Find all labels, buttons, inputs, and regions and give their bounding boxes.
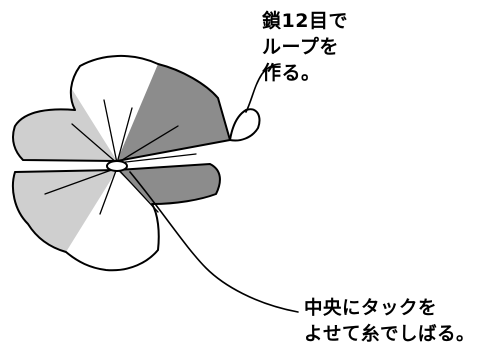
lower-light-sector [12,170,117,252]
tuck-instruction: 中央にタックを よせて糸でしばる。 [304,296,475,348]
loop-instruction-line: 鎖12目で [262,10,348,32]
chain-loop [229,108,261,142]
upper-petal-outline [12,55,231,162]
pleat-line [116,125,179,164]
upper-light-sector [12,86,117,161]
tuck-instruction-line: 中央にタックを [304,298,438,319]
loop-leader-line [245,63,281,113]
lower-dark-sector [117,164,220,204]
lower-petal-outline [11,163,221,272]
center-knot [106,160,128,172]
tuck-leader-line [129,171,299,313]
loop-instruction-line: 作る。 [262,62,321,84]
upper-dark-sector [117,64,230,161]
pleat-lines [44,99,197,215]
pleat-line [71,123,118,164]
pleat-line [116,107,133,164]
tuck-instruction-line: よせて糸でしばる。 [304,324,476,345]
pleat-line [116,167,159,213]
pleat-line [99,167,118,215]
loop-instruction-line: ループを [262,36,339,58]
pleat-line [44,167,118,195]
loop-instruction: 鎖12目で ループを 作る。 [262,8,348,86]
pleat-line [103,99,118,164]
pleat-line [116,153,197,164]
